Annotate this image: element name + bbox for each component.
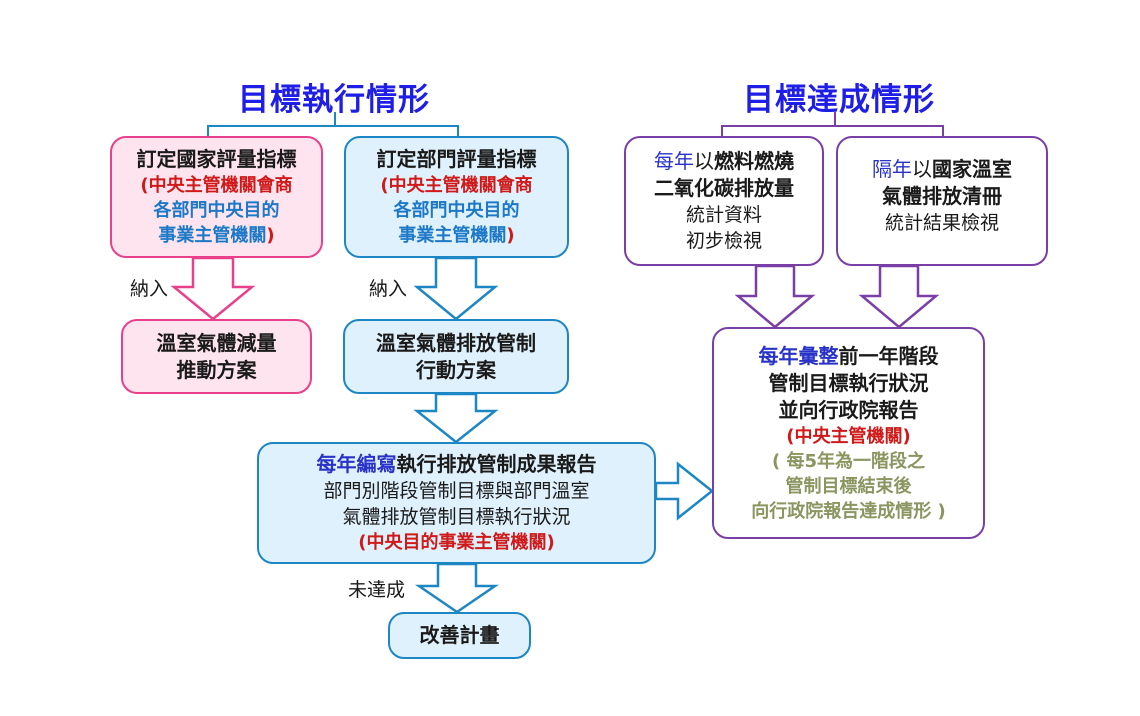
sector-line2: (中央主管機關會商 (380, 173, 532, 198)
national-line4-main: 事業主管機關 (158, 225, 267, 246)
left-section-title: 目標執行情形 (238, 82, 430, 118)
summary-line3: 並向行政院報告 (778, 397, 919, 422)
reduction-line2: 推動方案 (176, 357, 257, 382)
inventory-line3: 統計結果檢視 (884, 212, 999, 234)
fuel-line1-plain: 以 (694, 149, 714, 173)
national-line4: 事業主管機關) (158, 223, 274, 248)
fuel-line1-highlight: 每年 (654, 149, 694, 173)
box-annual-summary: 每年彙整前一年階段 管制目標執行狀況 並向行政院報告 (中央主管機關) ( 每5… (712, 327, 985, 539)
sector-line4-paren: ) (506, 225, 515, 246)
national-line3: 各部門中央目的 (153, 200, 280, 221)
national-line2: (中央主管機關會商 (140, 175, 293, 196)
report-line1-rest: 執行排放管制成果報告 (396, 452, 597, 476)
summary-line4: (中央主管機關) (786, 425, 911, 447)
box-fuel-combustion: 每年以燃料燃燒 二氧化碳排放量 統計資料 初步檢視 (624, 136, 824, 266)
fuel-line1: 每年以燃料燃燒 (654, 148, 794, 175)
arrow-sector-to-control (413, 256, 499, 321)
fuel-line1-bold: 燃料燃燒 (714, 149, 794, 173)
box-national-inventory: 隔年以國家溫室 氣體排放清冊 統計結果檢視 (836, 136, 1048, 266)
inventory-line1-bold: 國家溫室 (932, 157, 1012, 181)
sector-line3: 各部門中央目的 (393, 200, 520, 221)
national-line4-paren: ) (266, 225, 275, 246)
box-sector-indicators: 訂定部門評量指標 (中央主管機關會商 各部門中央目的 事業主管機關) (344, 136, 569, 258)
arrow-fuel-to-summary (734, 264, 816, 329)
label-include-2: 納入 (369, 278, 408, 300)
inventory-line1-highlight: 隔年 (872, 157, 912, 181)
improve-line1: 改善計畫 (419, 623, 500, 647)
box-national-indicators: 訂定國家評量指標 (中央主管機關會商 各部門中央目的 事業主管機關) (110, 136, 323, 258)
arrow-national-to-reduction (170, 256, 256, 321)
box-control-plan: 溫室氣體排放管制 行動方案 (343, 319, 569, 394)
summary-line2: 管制目標執行狀況 (768, 370, 929, 395)
fuel-line2: 二氧化碳排放量 (654, 176, 794, 200)
reduction-line1: 溫室氣體減量 (156, 330, 277, 355)
inventory-line2: 氣體排放清冊 (882, 184, 1002, 208)
report-line3: 氣體排放管制目標執行狀況 (342, 506, 571, 528)
arrow-report-to-improve (414, 562, 500, 614)
summary-line6: 管制目標結束後 (785, 475, 912, 497)
control-line1: 溫室氣體排放管制 (376, 330, 536, 355)
right-title-connector (721, 125, 944, 138)
sector-line2-main: 中央主管機關會商 (388, 175, 533, 196)
box-improvement-plan: 改善計畫 (388, 612, 531, 659)
report-line4: (中央目的事業主管機關) (358, 532, 555, 553)
report-line2: 部門別階段管制目標與部門溫室 (323, 480, 590, 502)
fuel-line3: 統計資料 (685, 204, 762, 226)
summary-line7: 向行政院報告達成情形 ) (751, 500, 946, 522)
national-line1: 訂定國家評量指標 (136, 147, 297, 171)
inventory-line1-plain: 以 (912, 157, 932, 181)
report-line1-highlight: 每年編寫 (316, 452, 397, 476)
sector-line2-paren: ( (380, 175, 389, 196)
summary-line1-highlight: 每年彙整 (758, 343, 839, 368)
box-reduction-plan: 溫室氣體減量 推動方案 (121, 319, 312, 394)
summary-line5: ( 每5年為一階段之 (771, 450, 926, 472)
report-line1: 每年編寫執行排放管制成果報告 (317, 451, 597, 478)
arrow-control-to-report (413, 392, 499, 444)
label-include-1: 納入 (130, 278, 169, 300)
inventory-line1: 隔年以國家溫室 (872, 156, 1012, 183)
left-title-connector (207, 125, 459, 138)
fuel-line4: 初步檢視 (685, 230, 762, 252)
control-line2: 行動方案 (416, 357, 496, 382)
summary-line1: 每年彙整前一年階段 (759, 343, 939, 370)
arrow-report-to-summary (654, 461, 715, 521)
arrow-inventory-to-summary (858, 264, 940, 329)
right-section-title: 目標達成情形 (743, 82, 935, 118)
sector-line4: 事業主管機關) (398, 223, 514, 248)
sector-line4-main: 事業主管機關 (398, 225, 507, 246)
label-not-reached: 未達成 (348, 579, 406, 601)
box-annual-report: 每年編寫執行排放管制成果報告 部門別階段管制目標與部門溫室 氣體排放管制目標執行… (257, 442, 656, 564)
sector-line1: 訂定部門評量指標 (376, 147, 537, 171)
summary-line1-rest: 前一年階段 (838, 343, 939, 368)
